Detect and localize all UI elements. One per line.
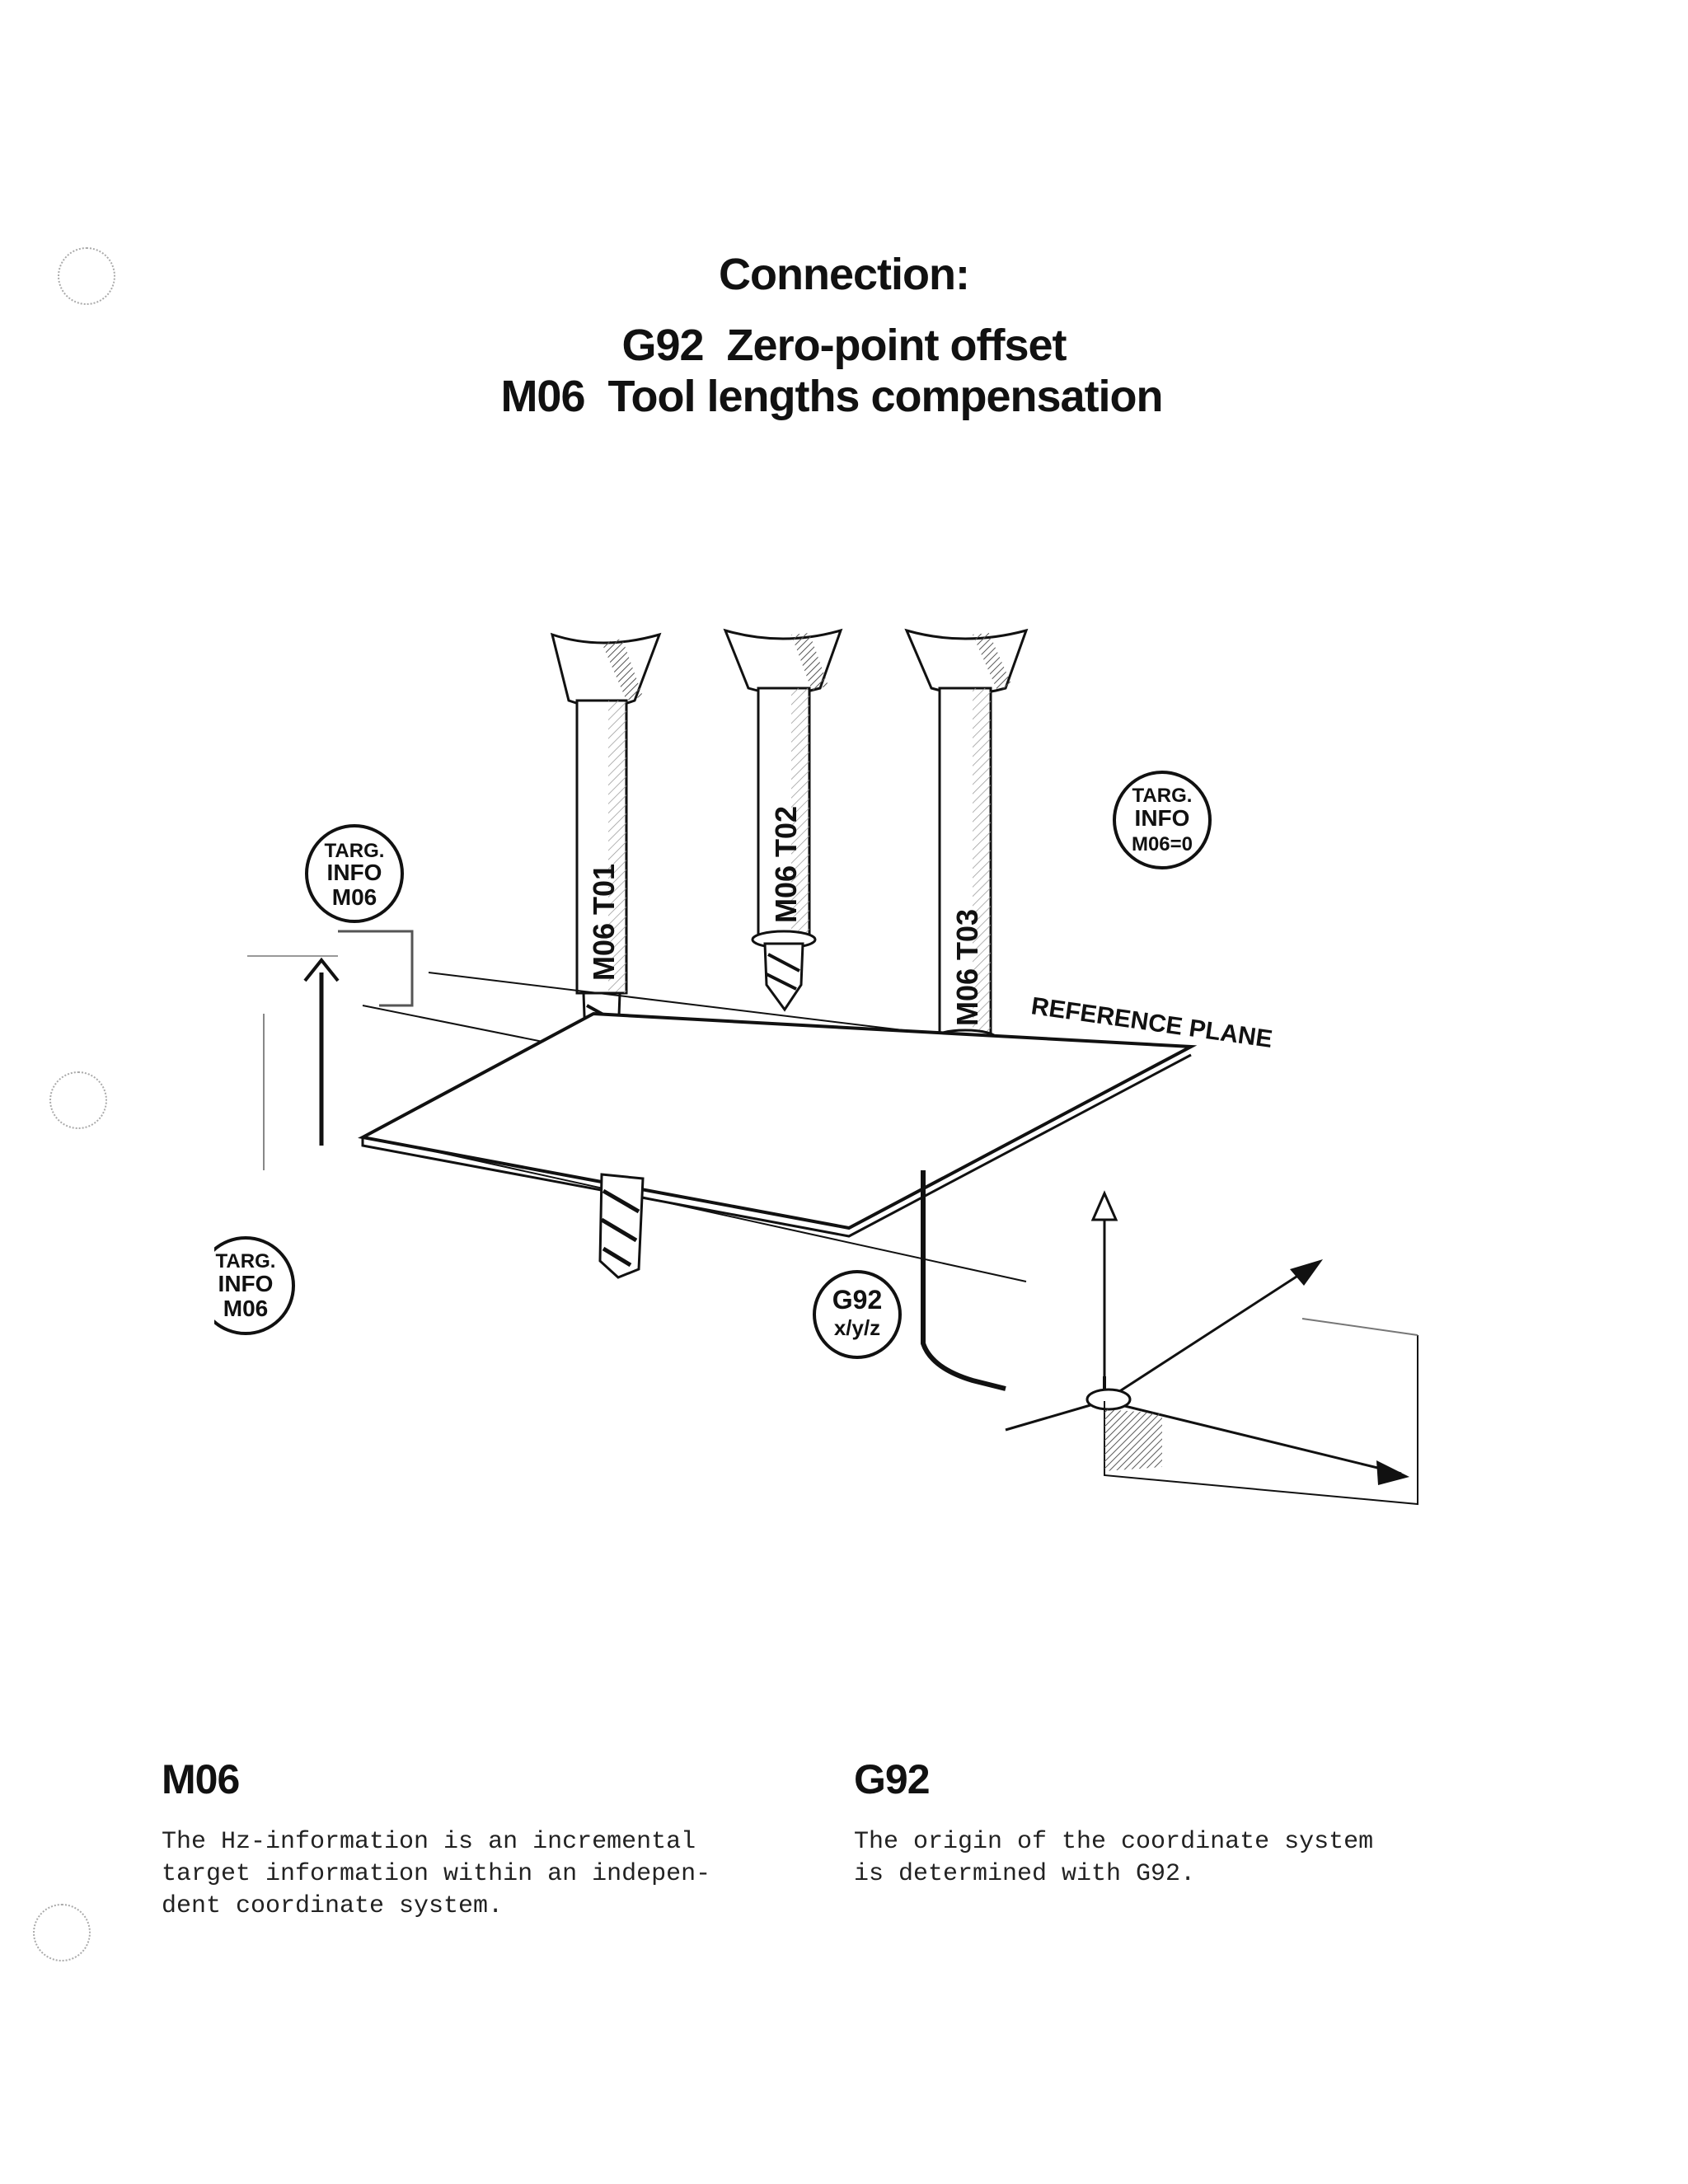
subtitle-g92: G92 Zero-point offset: [621, 321, 1067, 370]
section-m06: M06 The Hz-information is an incremental…: [162, 1755, 788, 1923]
badge-bottom-left: TARG. INFO M06: [214, 1236, 295, 1335]
section-g92: G92 The origin of the coordinate system …: [854, 1755, 1480, 1891]
tool-t02-label: M06 T02: [769, 806, 803, 923]
section-g92-heading: G92: [854, 1756, 931, 1802]
badge-top-right-line1: TARG.: [1132, 785, 1193, 807]
badge-bottom-left-line2: INFO: [218, 1271, 274, 1296]
tool-length-illustration: M06 T01 M06 T02 M06 T03: [214, 628, 1418, 1506]
height-arrows: [247, 930, 414, 1170]
badge-top-left-line3: M06: [332, 884, 377, 910]
badge-g92-line1: G92: [832, 1285, 882, 1315]
tool-t01-label: M06 T01: [587, 864, 621, 981]
tool-t02: M06 T02: [723, 628, 843, 1012]
punch-hole-top: [58, 247, 115, 305]
tool-t03: M06 T03: [904, 628, 1029, 1140]
badge-top-left: TARG. INFO M06: [305, 824, 404, 923]
page-title: Connection:: [719, 250, 970, 299]
badge-bottom-left-line3: M06: [223, 1296, 268, 1321]
subtitle-m06: M06 Tool lengths compensation: [500, 372, 1163, 421]
tool-t01: M06 T01: [550, 632, 662, 1071]
coordinate-system: [1005, 1190, 1418, 1506]
badge-top-right-line3: M06=0: [1132, 833, 1193, 855]
badge-top-left-line2: INFO: [327, 860, 382, 885]
badge-bottom-left-line1: TARG.: [216, 1250, 276, 1272]
badge-top-right-line2: INFO: [1135, 805, 1190, 831]
section-m06-heading: M06: [162, 1756, 240, 1802]
punch-hole-bottom: [33, 1904, 91, 1961]
badge-g92-line2: x/y/z: [834, 1315, 880, 1340]
tool-t03-label: M06 T03: [950, 909, 984, 1026]
workpiece-plate: [358, 1011, 1198, 1279]
title-block: Connection: G92 Zero-point offset M06 To…: [0, 247, 1688, 422]
punch-hole-middle: [49, 1071, 107, 1129]
section-m06-text: The Hz-information is an incremental tar…: [162, 1828, 711, 1920]
badge-top-left-line1: TARG.: [325, 840, 385, 862]
badge-top-right: TARG. INFO M06=0: [1113, 771, 1212, 869]
g92-path: [921, 1170, 1006, 1391]
badge-g92: G92 x/y/z: [813, 1270, 902, 1359]
section-g92-text: The origin of the coordinate system is d…: [854, 1828, 1374, 1888]
